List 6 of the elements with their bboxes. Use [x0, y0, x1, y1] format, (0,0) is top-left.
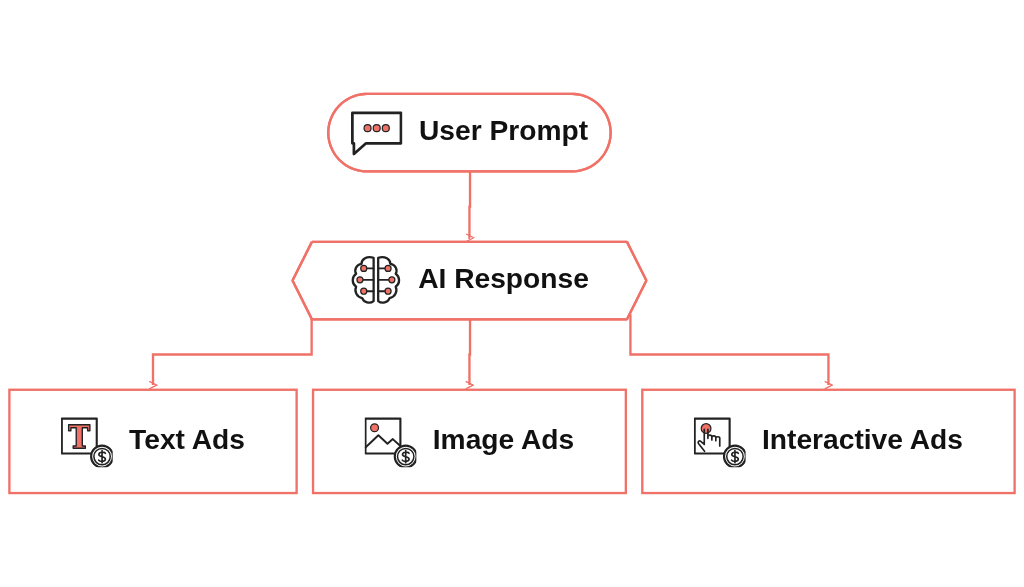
node-box: Text Ads	[8, 388, 298, 495]
arrow	[148, 318, 313, 390]
node-box: Image Ads	[311, 388, 628, 495]
arrow	[465, 319, 474, 390]
arrow	[629, 314, 833, 390]
node-box: Interactive Ads	[641, 388, 1016, 495]
